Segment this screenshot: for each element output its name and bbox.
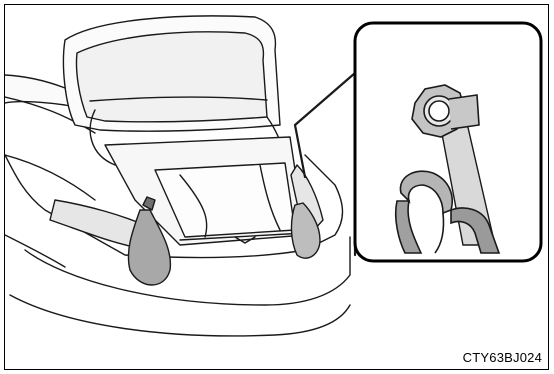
illustration-frame: CTY63BJ024: [4, 4, 549, 370]
body-side-line: [5, 155, 95, 200]
illustration-code: CTY63BJ024: [463, 350, 542, 365]
trunk-lid-inner: [76, 32, 267, 122]
fender-curve: [5, 235, 65, 267]
detail-inset: [355, 23, 541, 261]
trunk-illustration: [5, 5, 549, 370]
bumper-lower-line: [10, 295, 350, 336]
